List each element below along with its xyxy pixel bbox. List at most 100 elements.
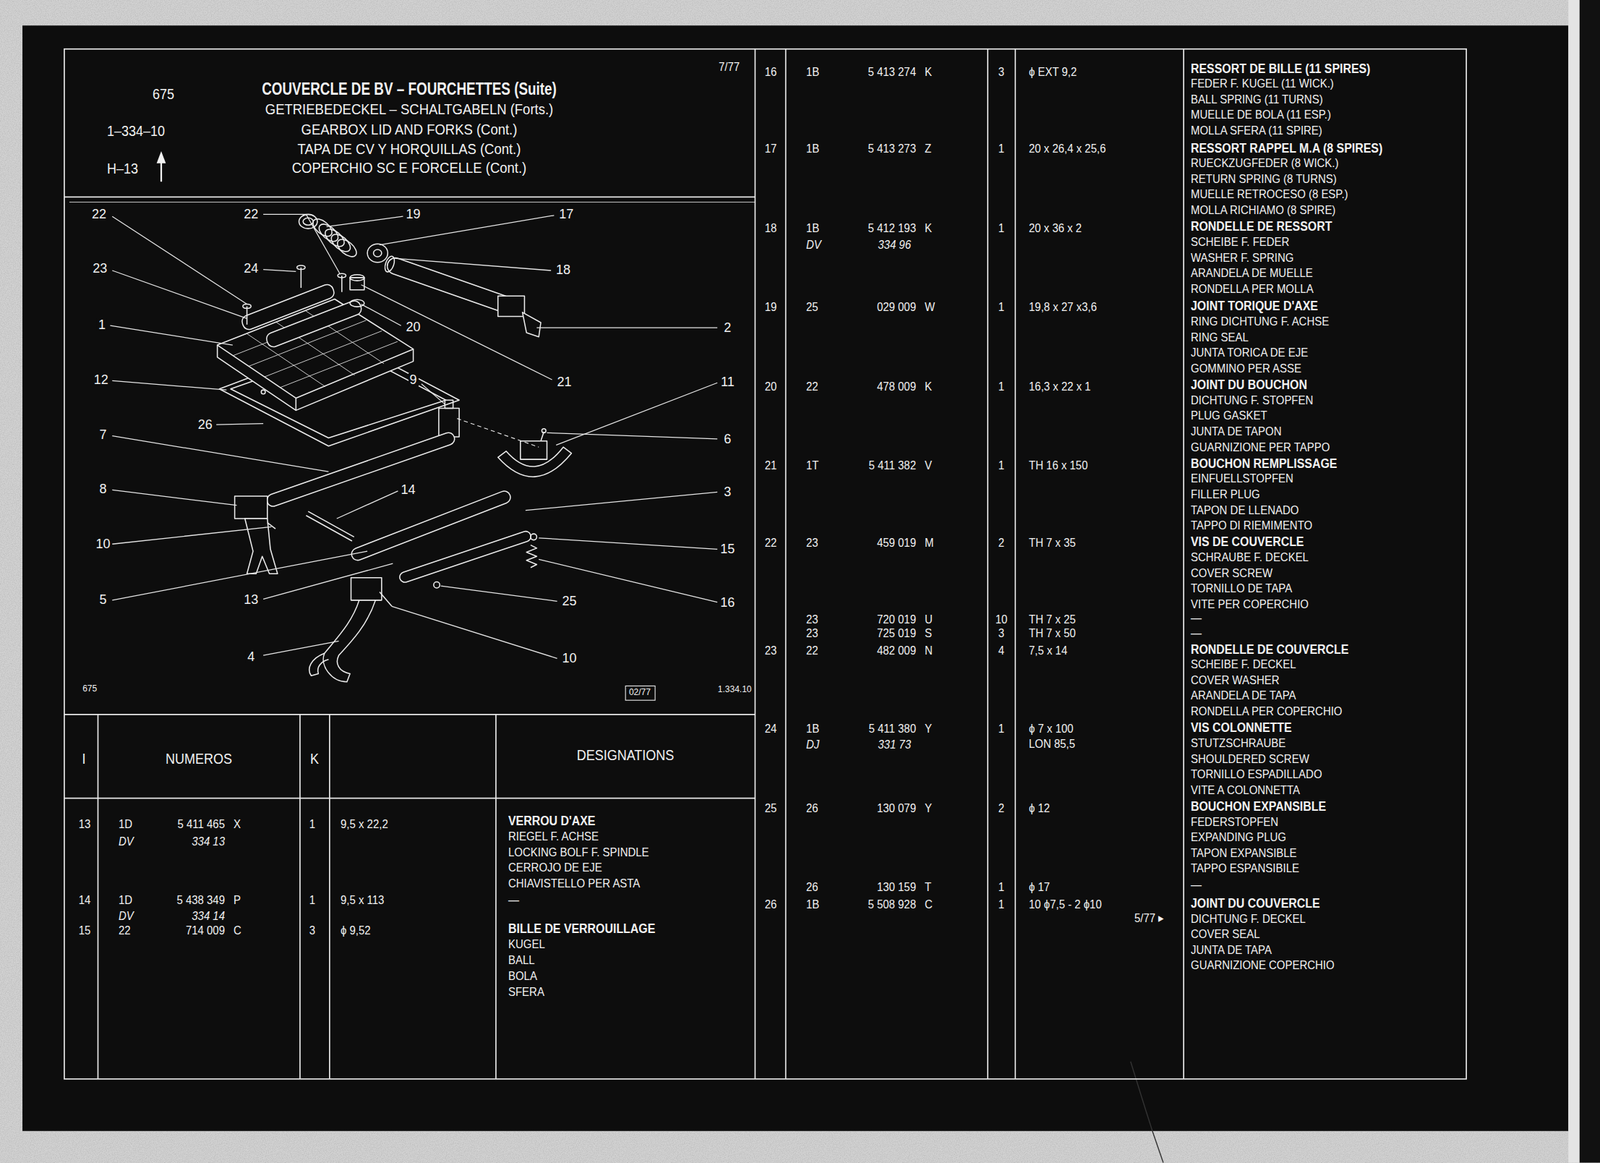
- table-cell: RONDELLA PER MOLLA: [1190, 281, 1314, 297]
- table-cell: TH 16 x 150: [1028, 458, 1088, 473]
- table-cell: —: [1190, 626, 1202, 642]
- callout-number: 15: [718, 542, 737, 556]
- part-name: BOUCHON EXPANSIBLE: [1190, 798, 1326, 814]
- header-text: NUMEROS: [165, 749, 233, 767]
- table-cell: 1: [997, 879, 1004, 895]
- table-cell: N: [924, 644, 933, 659]
- header-text: 675: [152, 85, 175, 102]
- table-cell: BALL SPRING (11 TURNS): [1190, 92, 1324, 108]
- callout-number: 8: [97, 482, 108, 496]
- header-text: H–13: [107, 159, 139, 177]
- table-cell: ARANDELA DE MUELLE: [1190, 266, 1313, 281]
- table-cell: 21: [764, 458, 777, 473]
- table-cell: 5 412 193: [868, 221, 917, 236]
- leader-line-part: [538, 537, 718, 550]
- table-cell: 26: [806, 801, 819, 816]
- table-cell: TAPON EXPANSIBLE: [1190, 845, 1298, 861]
- callout-number: 25: [560, 594, 578, 608]
- header-text: 1–334–10: [107, 122, 165, 139]
- part-name: BOUCHON REMPLISSAGE: [1190, 455, 1337, 471]
- table-cell: 029 009: [876, 300, 917, 315]
- table-cell: JUNTA DE TAPA: [1190, 942, 1272, 958]
- table-cell: EINFUELLSTOPFEN: [1190, 472, 1294, 487]
- table-cell: JUNTA DE TAPON: [1190, 424, 1282, 439]
- table-cell: 5 411 465: [177, 817, 225, 833]
- callout-number: 19: [404, 207, 423, 221]
- table-cell: 1B: [806, 897, 820, 912]
- gearbox-illustration-part: [520, 441, 548, 460]
- part-name: JOINT DU COUVERCLE: [1190, 895, 1321, 911]
- table-cell: 1: [997, 721, 1004, 737]
- leader-line-part: [391, 605, 558, 658]
- gearbox-illustration-part: [309, 652, 329, 676]
- table-cell: WASHER F. SPRING: [1190, 250, 1294, 266]
- drawing-note: 1.334.10: [717, 684, 752, 695]
- table-cell: 20: [764, 379, 777, 395]
- table-cell: 10: [994, 612, 1008, 627]
- table-cell: T: [924, 879, 932, 895]
- leader-line-part: [112, 489, 237, 505]
- callout-number: 16: [718, 595, 737, 609]
- table-frame-part: [986, 49, 989, 1079]
- page-title: COUVERCLE DE BV – FOURCHETTES (Suite): [261, 79, 557, 99]
- leader-line-part: [112, 380, 227, 390]
- drawing-note: 675: [82, 683, 97, 695]
- table-cell: RING SEAL: [1190, 330, 1249, 345]
- table-cell: 1D: [118, 817, 133, 833]
- table-cell: JUNTA TORICA DE EJE: [1190, 345, 1308, 361]
- callout-number: 24: [242, 261, 260, 275]
- table-cell: CERROJO DE EJE: [508, 861, 603, 876]
- table-cell: GOMMINO PER ASSE: [1190, 361, 1302, 376]
- callout-number: 13: [242, 592, 260, 606]
- gearbox-illustration-part: [307, 511, 355, 537]
- leader-line-part: [525, 491, 718, 510]
- leader-line-part: [112, 216, 247, 304]
- table-cell: 130 079: [876, 801, 917, 816]
- table-cell: P: [233, 892, 241, 908]
- table-cell: 16: [764, 65, 777, 80]
- leader-line-part: [112, 550, 368, 601]
- table-frame-part: [328, 714, 331, 1079]
- gearbox-illustration-part: [265, 430, 457, 508]
- table-cell: TAPPO DI RIEMIMENTO: [1190, 518, 1313, 533]
- gearbox-illustration-part: [300, 267, 303, 288]
- callout-number: 2: [722, 321, 733, 335]
- leader-line-part: [112, 435, 329, 472]
- table-cell: Y: [924, 801, 932, 816]
- table-cell: 720 019: [876, 612, 917, 627]
- leader-line: [109, 214, 718, 658]
- table-cell: RUECKZUGFEDER (8 WICK.): [1190, 156, 1339, 171]
- table-cell: 1B: [806, 65, 820, 80]
- table-cell: 334 14: [191, 909, 225, 924]
- table-cell: COVER WASHER: [1190, 673, 1279, 688]
- part-name: RONDELLE DE COUVERCLE: [1190, 641, 1349, 657]
- table-cell: DICHTUNG F. DECKEL: [1190, 911, 1306, 927]
- table-cell: 10 ϕ7,5 - 2 ϕ10: [1028, 897, 1102, 912]
- callout-number: 20: [404, 320, 423, 334]
- title-line: GEARBOX LID AND FORKS (Cont.): [301, 120, 518, 139]
- gearbox-illustration-part: [261, 389, 266, 395]
- table-cell: DJ: [806, 738, 820, 753]
- table-cell: GUARNIZIONE COPERCHIO: [1190, 958, 1335, 974]
- table-cell: 22: [118, 923, 131, 938]
- leader-line-part: [112, 526, 272, 544]
- direction-arrow-part: [156, 151, 167, 164]
- table-cell: 478 009: [876, 379, 917, 395]
- table-cell: —: [508, 892, 520, 908]
- leader-line-part: [263, 563, 393, 599]
- leader-line-part: [361, 284, 553, 380]
- table-frame-part: [1014, 49, 1016, 1079]
- table-cell: 1B: [806, 221, 820, 236]
- table-cell: BOLA: [508, 968, 538, 984]
- table-cell: 24: [764, 721, 777, 737]
- table-cell: 20 x 36 x 2: [1028, 221, 1082, 236]
- table-cell: DV: [118, 835, 134, 850]
- callout-number: 9: [408, 373, 419, 387]
- table-cell: EXPANDING PLUG: [1190, 830, 1287, 845]
- table-cell: 1: [997, 141, 1004, 157]
- header-text: I: [81, 749, 86, 767]
- gearbox-illustration-part: [433, 581, 440, 588]
- callout-number: 14: [399, 482, 417, 496]
- table-cell: ϕ 7 x 100: [1028, 721, 1074, 737]
